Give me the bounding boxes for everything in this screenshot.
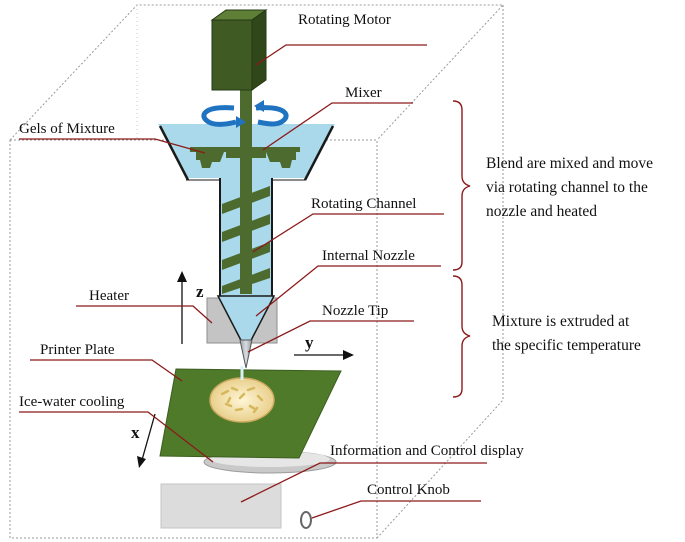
information-control-display [160,483,282,529]
extrude-annotation-line-2: the specific temperature [492,337,641,354]
printed-disc [209,377,275,423]
label-nozzle-tip: Nozzle Tip [322,303,388,319]
label-rotating-motor: Rotating Motor [298,12,391,28]
gels-of-mixture [190,147,300,168]
axis-arrows [137,271,354,468]
axis-y-label: y [305,333,314,352]
control-knob[interactable] [300,511,312,529]
rotation-arrows-icon [201,100,289,128]
label-gels-of-mixture: Gels of Mixture [19,121,115,137]
blend-annotation-line-1: Blend are mixed and move [486,155,653,172]
label-internal-nozzle: Internal Nozzle [322,248,415,264]
leader-lines [19,44,487,519]
rotating-motor [210,9,268,91]
blend-annotation-line-2: via rotating channel to the [486,179,648,196]
braces [452,100,471,398]
label-heater: Heater [89,288,129,304]
label-rotating-channel: Rotating Channel [311,196,416,212]
axis-z-label: z [196,282,204,301]
axis-x-label: x [131,423,140,442]
label-control-knob: Control Knob [367,482,450,498]
blend-annotation-line-3: nozzle and heated [486,203,597,220]
label-printer-plate: Printer Plate [40,342,115,358]
mixer-shaft [240,82,252,294]
extrude-annotation-line-1: Mixture is extruded at [492,313,630,330]
label-ice-water-cooling: Ice-water cooling [19,394,125,410]
label-mixer: Mixer [345,85,382,101]
label-information-display: Information and Control display [330,443,524,459]
nozzle [216,295,276,369]
